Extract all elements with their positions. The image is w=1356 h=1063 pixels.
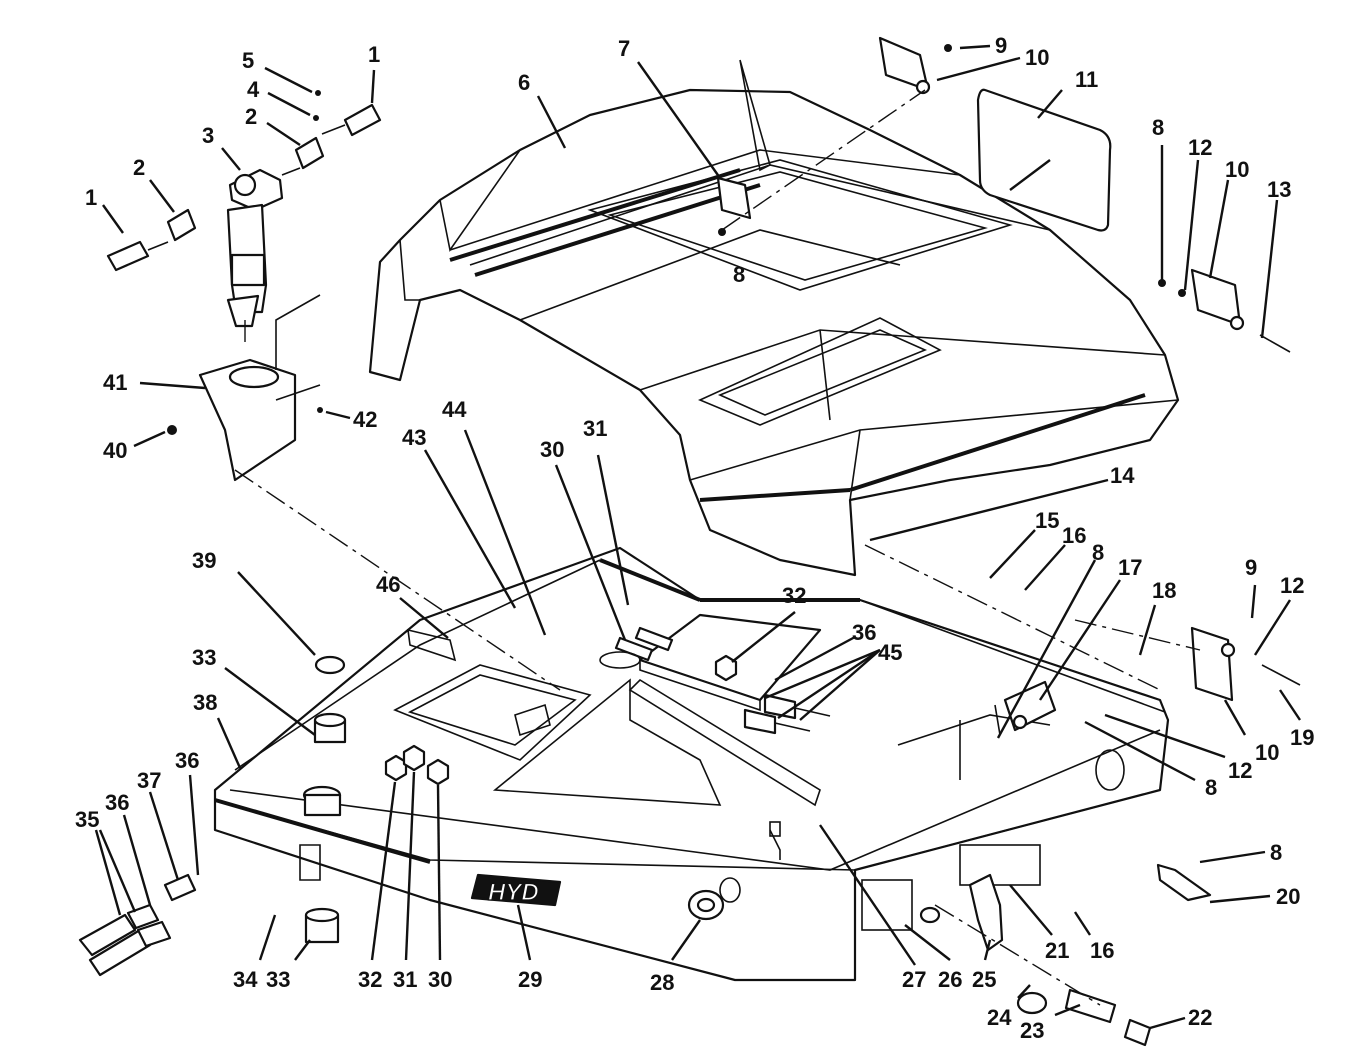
callout-2: 2 [133,155,145,180]
callout-36: 36 [105,790,129,815]
callout-46: 46 [376,572,400,597]
callout-42: 42 [353,407,377,432]
front-fitting [919,906,1152,1047]
callout-31: 31 [583,416,607,441]
callout-labels: 1 1 2 2 3 4 5 6 7 8 8 8 8 8 9 9 10 10 10… [75,33,1314,1043]
deck-hinge-bracket [1190,626,1301,702]
callout-20: 20 [1276,884,1300,909]
callout-40: 40 [103,438,127,463]
callout-8: 8 [1092,540,1104,565]
decal-panel [976,88,1112,232]
valve-clip-left [166,208,197,242]
callout-30: 30 [428,967,452,992]
callout-21: 21 [1045,938,1069,963]
bushing-lower [304,907,340,944]
deck-frame [213,546,1170,982]
callout-12: 12 [1188,135,1212,160]
hood-hinge-bracket [716,176,752,236]
callout-12: 12 [1280,573,1304,598]
callout-1: 1 [85,185,97,210]
callout-8: 8 [733,262,745,287]
callout-34: 34 [233,967,258,992]
callout-2: 2 [245,104,257,129]
callout-4: 4 [247,77,260,102]
callout-36: 36 [175,748,199,773]
callout-32: 32 [358,967,382,992]
callout-41: 41 [103,370,127,395]
callout-25: 25 [972,967,996,992]
callout-36: 36 [852,620,876,645]
bushing-upper [302,655,347,817]
callout-3: 3 [202,123,214,148]
grommet [687,889,725,921]
callout-9: 9 [995,33,1007,58]
callout-35: 35 [75,807,99,832]
hose-fittings-left [78,873,197,977]
callout-32: 32 [782,583,806,608]
callout-22: 22 [1188,1005,1212,1030]
fitting-left [106,240,169,272]
callout-19: 19 [1290,725,1314,750]
callout-9: 9 [1245,555,1257,580]
callout-10: 10 [1255,740,1279,765]
deck-bolts [599,626,674,669]
callout-33: 33 [266,967,290,992]
callout-13: 13 [1267,177,1291,202]
callout-10: 10 [1025,45,1049,70]
callout-16: 16 [1090,938,1114,963]
callout-30: 30 [540,437,564,462]
callout-29: 29 [518,967,542,992]
valve-mount-box [167,294,323,482]
control-valve [226,167,301,328]
callout-1: 1 [368,42,380,67]
callout-5: 5 [242,48,254,73]
valve-clip-right [294,90,325,170]
callout-16: 16 [1062,523,1086,548]
hood-bracket-right [1158,268,1291,353]
hood-cowling [368,59,1180,577]
callout-7: 7 [618,36,630,61]
callout-33: 33 [192,645,216,670]
hyd-logo: HYD [470,873,562,907]
latch-bracket [994,680,1057,736]
front-latch [968,873,1004,952]
callout-18: 18 [1152,578,1176,603]
callout-8: 8 [1152,115,1164,140]
callout-17: 17 [1118,555,1142,580]
callout-45: 45 [878,640,902,665]
callout-10: 10 [1225,157,1249,182]
leader-lines [94,44,1301,1030]
callout-39: 39 [192,548,216,573]
callout-43: 43 [402,425,426,450]
callout-12: 12 [1228,758,1252,783]
callout-8: 8 [1205,775,1217,800]
hood-bracket-top [878,36,952,95]
fitting-right [321,103,382,137]
callout-44: 44 [442,397,467,422]
callout-24: 24 [987,1005,1012,1030]
callout-14: 14 [1110,463,1135,488]
small-bracket [1156,863,1212,902]
callout-28: 28 [650,970,674,995]
callout-23: 23 [1020,1018,1044,1043]
alignment-lines [234,89,1201,1006]
callout-31: 31 [393,967,417,992]
callout-38: 38 [193,690,217,715]
callout-8: 8 [1270,840,1282,865]
callout-15: 15 [1035,508,1059,533]
callout-6: 6 [518,70,530,95]
deck-nuts [384,654,738,786]
callout-11: 11 [1075,67,1098,92]
callout-37: 37 [137,768,161,793]
callout-26: 26 [938,967,962,992]
logo-text: HYD [488,879,539,906]
callout-27: 27 [902,967,926,992]
